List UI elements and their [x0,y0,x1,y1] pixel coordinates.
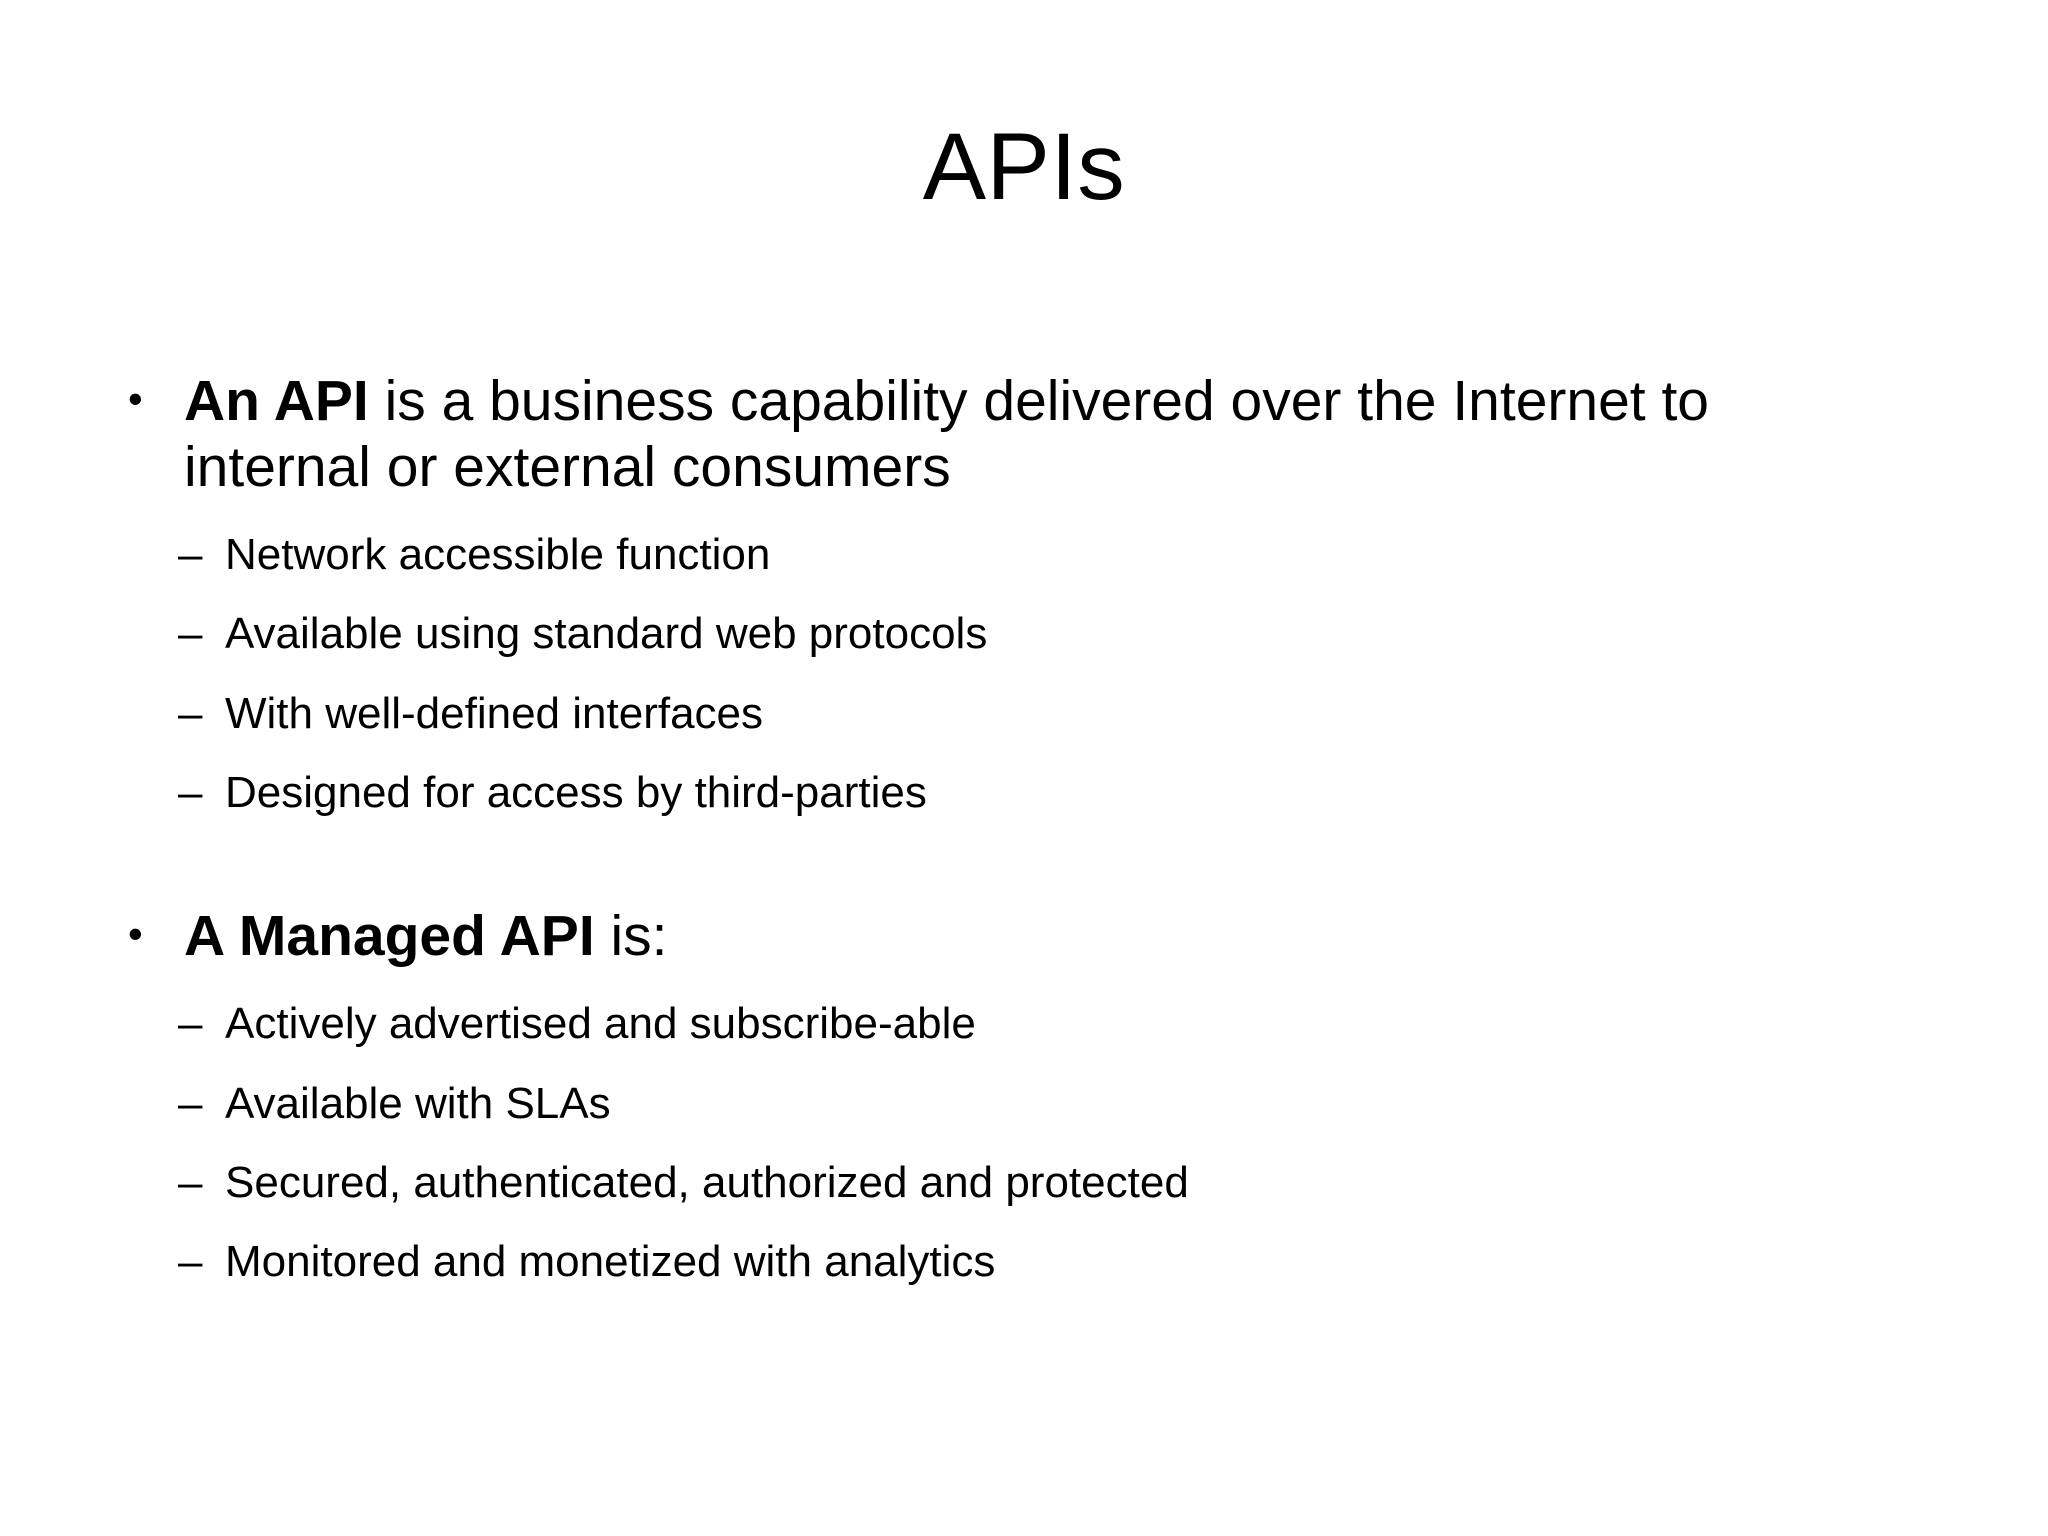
dash-icon: – [178,1078,203,1128]
dash-icon: – [178,688,203,738]
dash-icon: – [178,999,203,1049]
dash-icon: – [178,609,203,659]
sub-bullet-item: – Available using standard web protocols [118,609,1938,658]
dash-icon: – [178,768,203,818]
sub-bullet-item: – Secured, authenticated, authorized and… [118,1158,1938,1207]
sub-bullet-text: Monitored and monetized with analytics [225,1237,996,1287]
sub-bullet-item: – Available with SLAs [118,1079,1938,1128]
bullet-group-1: • An API is a business capability delive… [118,368,1938,817]
dash-icon: – [178,1157,203,1207]
bullet-primary-text: A Managed API is: [180,903,1874,969]
sub-bullet-text: Available with SLAs [225,1078,611,1128]
sub-bullet-text: Actively advertised and subscribe-able [225,999,976,1049]
sub-bullet-text: Secured, authenticated, authorized and p… [225,1157,1189,1207]
bullet-dot-icon: • [128,910,143,958]
dash-icon: – [178,530,203,580]
bullet-primary-lead: A Managed API [184,904,595,969]
bullet-dot-icon: • [128,375,143,422]
sub-bullet-item: – Monitored and monetized with analytics [118,1237,1938,1286]
bullet-item-primary: • A Managed API is: [118,903,1938,969]
block-spacer [118,817,1938,903]
bullet-item-primary: • An API is a business capability delive… [118,368,1938,500]
sub-bullet-text: Designed for access by third-parties [225,768,927,818]
bullet-primary-text: An API is a business capability delivere… [180,368,1874,500]
bullet-primary-lead: An API [184,369,369,433]
sub-bullet-text: With well-defined interfaces [225,688,764,738]
sub-bullet-item: – Designed for access by third-parties [118,768,1938,817]
dash-icon: – [178,1237,203,1287]
bullet-group-2: • A Managed API is: – Actively advertise… [118,903,1938,1286]
sub-bullet-item: – With well-defined interfaces [118,689,1938,738]
bullet-primary-rest: is: [594,904,668,969]
slide-body: • An API is a business capability delive… [118,368,1938,1286]
sub-bullet-text: Network accessible function [225,530,771,580]
sub-bullet-text: Available using standard web protocols [225,609,988,659]
sub-bullet-item: – Actively advertised and subscribe-able [118,999,1938,1048]
page-title: APIs [922,114,1126,220]
bullet-primary-rest: is a business capability delivered over … [184,369,1709,500]
sub-bullet-item: – Network accessible function [118,530,1938,579]
